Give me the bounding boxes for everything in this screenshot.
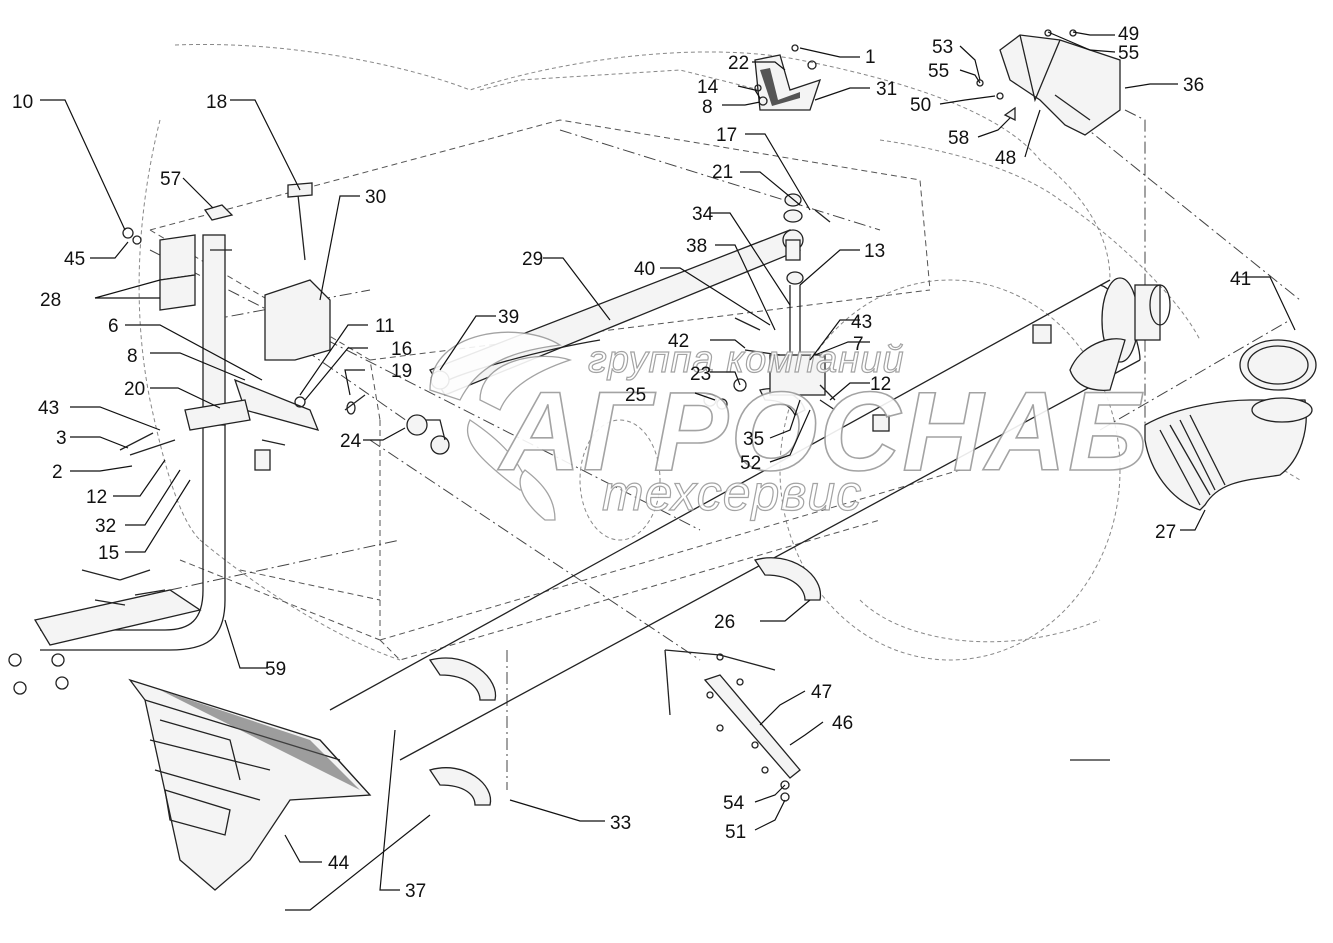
- part-label-30: 30: [365, 187, 386, 208]
- part-label-32: 32: [95, 516, 116, 537]
- part-label-25: 25: [625, 385, 646, 406]
- part-label-7: 7: [853, 334, 864, 355]
- top-bracket: [754, 44, 822, 111]
- part-label-55-right: 55: [1118, 43, 1139, 64]
- vertical-shaft: [703, 193, 836, 411]
- part-label-17: 17: [716, 125, 737, 146]
- part-label-8-left: 8: [127, 346, 138, 367]
- part-label-10: 10: [12, 92, 33, 113]
- part-label-34: 34: [692, 204, 714, 225]
- part-label-15: 15: [98, 543, 119, 564]
- watermark-line2: АГРОСНАБ: [497, 369, 1149, 494]
- part-label-33: 33: [610, 813, 631, 834]
- part-labels: 1 2 3 6 7 8 8 10 11 12 12 12 13 14 15 16…: [12, 24, 1251, 902]
- part-label-16: 16: [391, 339, 412, 360]
- part-label-45: 45: [64, 249, 85, 270]
- watermark: группа компаний АГРОСНАБ техсервис: [429, 331, 1149, 522]
- part-label-52: 52: [740, 453, 761, 474]
- part-label-23: 23: [690, 364, 711, 385]
- part-label-27: 27: [1155, 522, 1176, 543]
- part-label-50: 50: [910, 95, 931, 116]
- top-right-bracket: [976, 29, 1121, 136]
- part-label-36: 36: [1183, 75, 1204, 96]
- part-label-28: 28: [40, 290, 61, 311]
- part-label-1: 1: [865, 47, 876, 68]
- part-label-21: 21: [712, 162, 733, 183]
- part-label-22: 22: [728, 53, 749, 74]
- part-label-43-right: 43: [851, 312, 872, 333]
- flex-spout: [1144, 339, 1317, 511]
- part-label-48: 48: [995, 148, 1016, 169]
- part-label-49: 49: [1118, 24, 1139, 45]
- part-label-14: 14: [697, 77, 719, 98]
- unloading-spout: [128, 678, 372, 891]
- part-label-57: 57: [160, 169, 181, 190]
- part-label-42: 42: [668, 331, 689, 352]
- part-label-58: 58: [948, 128, 969, 149]
- part-label-54: 54: [723, 793, 745, 814]
- part-label-8-top: 8: [702, 97, 713, 118]
- watermark-line3: техсервис: [602, 465, 862, 521]
- part-label-20: 20: [124, 379, 145, 400]
- part-label-39: 39: [498, 307, 519, 328]
- part-label-37: 37: [405, 881, 426, 902]
- part-label-26: 26: [714, 612, 735, 633]
- watermark-line1: группа компаний: [588, 339, 904, 381]
- part-label-13: 13: [864, 241, 885, 262]
- left-mount-assembly: [8, 182, 366, 695]
- bracket-plate: [664, 649, 801, 802]
- part-label-19: 19: [391, 361, 412, 382]
- part-label-24: 24: [340, 431, 362, 452]
- part-label-29: 29: [522, 249, 543, 270]
- part-label-40: 40: [634, 259, 655, 280]
- part-label-44: 44: [328, 853, 350, 874]
- part-label-12-left: 12: [86, 487, 107, 508]
- part-label-55-left: 55: [928, 61, 949, 82]
- part-label-59: 59: [265, 659, 286, 680]
- part-label-47: 47: [811, 682, 832, 703]
- leader-lines: [40, 31, 1296, 911]
- part-label-12-right: 12: [870, 374, 891, 395]
- part-label-2: 2: [52, 462, 63, 483]
- part-label-41: 41: [1230, 269, 1251, 290]
- part-label-11: 11: [375, 316, 395, 337]
- part-label-31: 31: [876, 79, 897, 100]
- part-label-18: 18: [206, 92, 227, 113]
- part-label-38: 38: [686, 236, 707, 257]
- part-label-46: 46: [832, 713, 853, 734]
- part-label-43-left: 43: [38, 398, 59, 419]
- part-label-6: 6: [108, 316, 119, 337]
- unloading-auger-tube: [329, 277, 1171, 761]
- part-label-53: 53: [932, 37, 953, 58]
- part-label-3: 3: [56, 428, 67, 449]
- part-label-51: 51: [725, 822, 746, 843]
- part-label-35: 35: [743, 429, 764, 450]
